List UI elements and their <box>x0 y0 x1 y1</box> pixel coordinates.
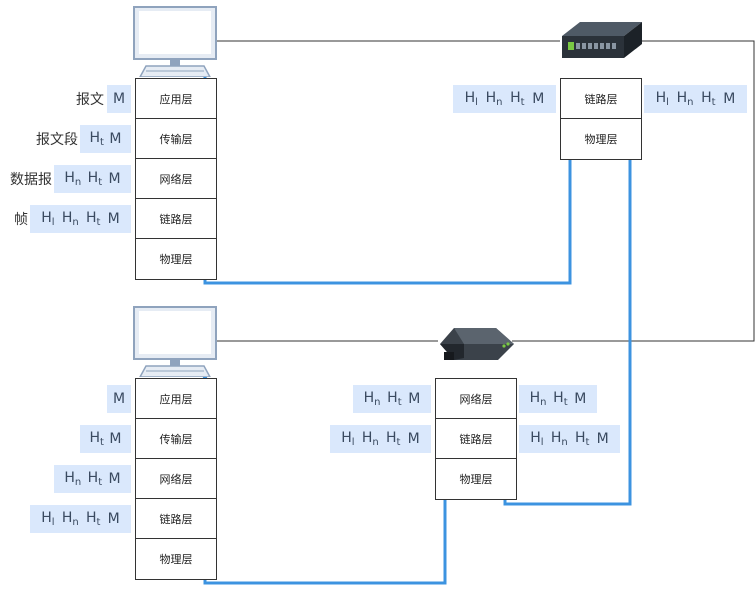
token-m: M <box>596 431 609 447</box>
token-m: M <box>109 431 122 447</box>
token-m: M <box>574 391 587 407</box>
token-hl: Hl <box>341 430 355 448</box>
router-icon <box>440 328 514 360</box>
layer-link: 链路层 <box>136 199 216 239</box>
token-m: M <box>407 431 420 447</box>
data-path <box>203 75 632 585</box>
token-ht: Ht <box>85 510 101 528</box>
header-box-app: M <box>107 85 131 113</box>
layer-physical: 物理层 <box>159 253 193 266</box>
token-hn: Hn <box>363 390 381 408</box>
token-ht: Ht <box>385 430 401 448</box>
token-m: M <box>109 131 122 147</box>
pdu-label-frame: 帧 <box>14 212 28 228</box>
token-hl: Hl <box>41 210 55 228</box>
header-box-network: Hn Ht M <box>54 465 131 493</box>
link-switch-router <box>512 40 755 342</box>
switch-header-box-in: Hl Hn Ht M <box>453 85 556 113</box>
header-box-transport: Ht M <box>80 425 131 453</box>
host1-stack: 应用层 传输层 网络层 链路层 物理层 <box>135 78 217 280</box>
computer-icon <box>133 306 217 377</box>
token-hn: Hn <box>550 430 568 448</box>
token-hn: Hn <box>64 170 82 188</box>
switch-header-box-out: Hl Hn Ht M <box>644 85 747 113</box>
router-header-box-link-out: Hl Hn Ht M <box>519 425 620 453</box>
token-m: M <box>107 211 120 227</box>
header-box-link: Hl Hn Ht M <box>30 205 131 233</box>
layer-network: 网络层 <box>436 379 516 419</box>
token-hn: Hn <box>529 390 547 408</box>
layer-link: 链路层 <box>561 79 641 119</box>
host2-stack: 应用层 传输层 网络层 链路层 物理层 <box>135 378 217 580</box>
computer-icon <box>133 6 217 77</box>
token-ht: Ht <box>553 390 568 408</box>
token-hl: Hl <box>464 90 478 108</box>
token-ht: Ht <box>510 90 525 108</box>
layer-network: 网络层 <box>136 159 216 199</box>
router-stack: 网络层 链路层 物理层 <box>435 378 517 500</box>
token-ht: Ht <box>701 90 716 108</box>
token-ht: Ht <box>89 430 104 448</box>
token-m: M <box>112 91 126 107</box>
pdu-label-segment: 报文段 <box>36 132 78 148</box>
layer-physical: 物理层 <box>159 553 193 566</box>
switch-stack: 链路层 物理层 <box>560 78 642 160</box>
router-header-box-network-out: Hn Ht M <box>519 385 597 413</box>
token-m: M <box>408 391 421 407</box>
token-ht: Ht <box>87 170 103 188</box>
token-ht: Ht <box>387 390 402 408</box>
token-hl: Hl <box>655 90 669 108</box>
token-hn: Hn <box>64 470 82 488</box>
layer-app: 应用层 <box>136 79 216 119</box>
header-box-network: Hn Ht M <box>54 165 131 193</box>
header-box-link: Hl Hn Ht M <box>30 505 131 533</box>
router-header-box-network-in: Hn Ht M <box>353 385 431 413</box>
token-hn: Hn <box>61 510 79 528</box>
token-ht: Ht <box>87 470 103 488</box>
layer-physical: 物理层 <box>459 473 493 486</box>
token-hn: Hn <box>61 210 79 228</box>
header-box-transport: Ht M <box>80 125 131 153</box>
token-m: M <box>532 91 545 107</box>
token-m: M <box>107 511 120 527</box>
token-hn: Hn <box>676 90 694 108</box>
layer-link: 链路层 <box>136 499 216 539</box>
token-hl: Hl <box>41 510 55 528</box>
layer-transport: 传输层 <box>136 419 216 459</box>
layer-app: 应用层 <box>136 379 216 419</box>
token-m: M <box>108 471 121 487</box>
token-m: M <box>723 91 736 107</box>
pdu-label-datagram: 数据报 <box>10 172 52 188</box>
pdu-label-message: 报文 <box>76 92 104 108</box>
layer-physical: 物理层 <box>584 133 618 146</box>
token-m: M <box>108 171 121 187</box>
layer-network: 网络层 <box>136 459 216 499</box>
token-hn: Hn <box>361 430 379 448</box>
token-hl: Hl <box>530 430 544 448</box>
switch-icon <box>562 22 642 58</box>
router-header-box-link-in: Hl Hn Ht M <box>330 425 431 453</box>
layer-transport: 传输层 <box>136 119 216 159</box>
header-box-app: M <box>107 385 131 413</box>
token-ht: Ht <box>89 130 104 148</box>
token-ht: Ht <box>85 210 101 228</box>
token-ht: Ht <box>574 430 590 448</box>
token-m: M <box>112 391 126 407</box>
layer-link: 链路层 <box>436 419 516 459</box>
token-hn: Hn <box>485 90 503 108</box>
